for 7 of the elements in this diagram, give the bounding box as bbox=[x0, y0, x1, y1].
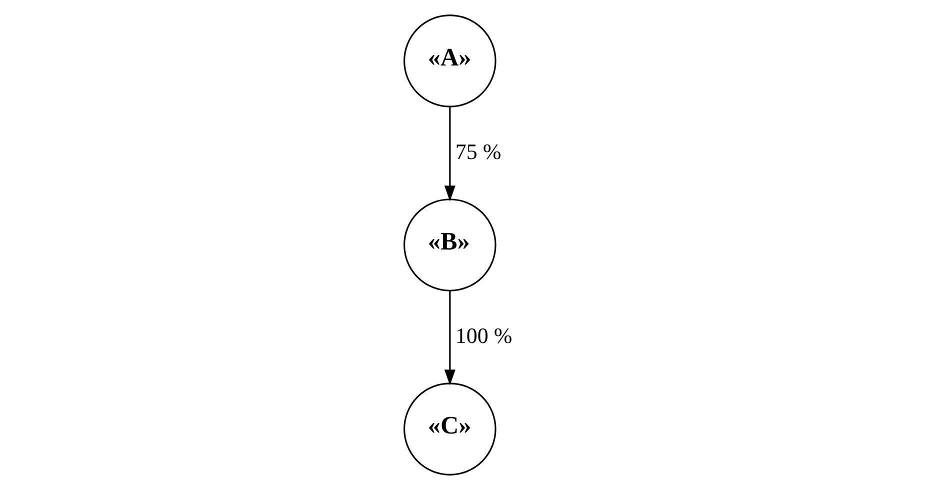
arrow bbox=[444, 290, 456, 386]
edge-label: 100 % bbox=[455, 322, 512, 348]
arrow bbox=[444, 106, 456, 202]
node-circle: «A» bbox=[404, 14, 496, 108]
node-circle: «B» bbox=[404, 198, 496, 292]
edge-label: 75 % bbox=[455, 138, 502, 164]
node-circle: «C» bbox=[404, 382, 496, 476]
